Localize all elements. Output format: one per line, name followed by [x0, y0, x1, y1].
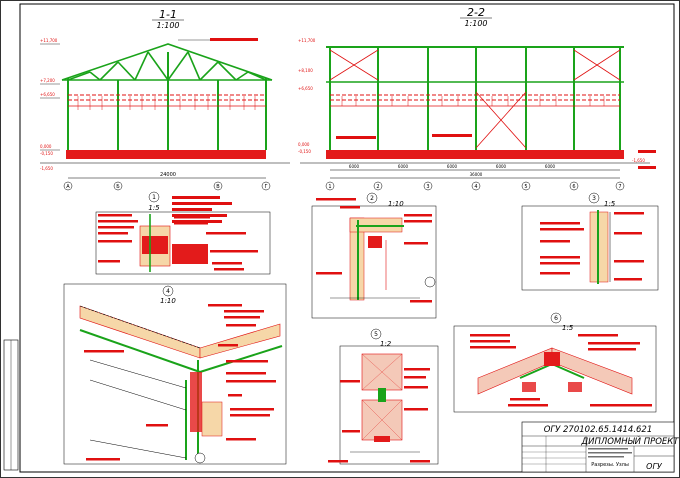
detail-2: 2 1:10	[311, 192, 437, 319]
grid-axis-label: В	[216, 184, 220, 190]
level-mark: -0,150	[40, 151, 53, 156]
grid-axis-label: 1	[328, 184, 331, 190]
stamp-code: ОГУ 270102.65.1414.621	[544, 425, 653, 435]
level-mark: +6,650	[298, 86, 313, 91]
detail-6: 6 1:5	[453, 312, 657, 413]
section-2-span-dim: 6000	[447, 164, 458, 169]
grid-axis-label: Б	[116, 184, 120, 190]
grid-axis-label: 7	[618, 184, 621, 190]
section-1-1: 1-1 1:100	[40, 8, 290, 223]
detail-6-number: 6	[554, 315, 558, 322]
detail-4-number: 4	[166, 288, 170, 295]
level-mark: +7,200	[40, 78, 55, 83]
section-2-overall-dim: 36000	[470, 172, 483, 177]
level-mark: 0,000	[298, 142, 310, 147]
detail-1: 1 1:5	[95, 191, 271, 275]
detail-2-number: 2	[370, 195, 374, 202]
stamp-sheet-label: Разрезы. Узлы	[591, 462, 629, 468]
section-2-span-dim: 6000	[398, 164, 409, 169]
level-mark: +6,650	[40, 92, 55, 97]
sheet-frame	[19, 3, 675, 473]
section-2-span-dim: 6000	[496, 164, 507, 169]
grid-axis-label: Г	[264, 184, 267, 190]
grid-axis-label: 6	[572, 184, 575, 190]
grid-axis-label: А	[66, 184, 70, 190]
detail-3-scale: 1:5	[604, 200, 616, 208]
title-block: ОГУ 270102.65.1414.621 ДИПЛОМНЫЙ ПРОЕКТ …	[521, 421, 679, 473]
detail-4-scale: 1:10	[160, 297, 176, 305]
detail-1-number: 1	[152, 194, 156, 201]
section-2-2: 2-2 1:100	[298, 6, 656, 191]
section-1-title: 1-1	[159, 8, 177, 21]
level-mark: +11,700	[40, 38, 58, 43]
level-mark: +11,700	[298, 38, 316, 43]
detail-3-number: 3	[592, 195, 596, 202]
grid-axis-label: 4	[474, 184, 477, 190]
section-1-overall-dim: 24000	[160, 172, 176, 178]
detail-5-number: 5	[374, 331, 378, 338]
section-2-title: 2-2	[467, 6, 485, 19]
section-1-foundation	[66, 150, 266, 159]
level-mark: -1,650	[40, 166, 53, 171]
stamp-org: ОГУ	[646, 462, 663, 471]
section-2-span-dim: 6000	[545, 164, 556, 169]
section-2-scale: 1:100	[464, 19, 487, 28]
detail-5-scale: 1:2	[380, 340, 392, 348]
level-mark: +8,100	[298, 68, 313, 73]
grid-axis-label: 5	[524, 184, 527, 190]
section-2-span-dim: 6000	[349, 164, 360, 169]
detail-2-scale: 1:10	[388, 200, 404, 208]
level-mark: 0,000	[40, 144, 52, 149]
grid-axis-label: 3	[426, 184, 429, 190]
stamp-title: ДИПЛОМНЫЙ ПРОЕКТ	[580, 435, 679, 447]
detail-3: 3 1:5	[521, 192, 659, 291]
section-2-foundation	[326, 150, 624, 159]
grid-axis-label: 2	[376, 184, 379, 190]
detail-6-scale: 1:5	[562, 324, 574, 332]
level-mark: -1,650	[632, 158, 645, 163]
section-1-scale: 1:100	[156, 21, 179, 30]
detail-1-scale: 1:5	[148, 204, 160, 212]
detail-4: 4 1:10	[63, 283, 287, 465]
level-mark: -0,150	[298, 149, 311, 154]
detail-5: 5 1:2	[328, 328, 439, 465]
